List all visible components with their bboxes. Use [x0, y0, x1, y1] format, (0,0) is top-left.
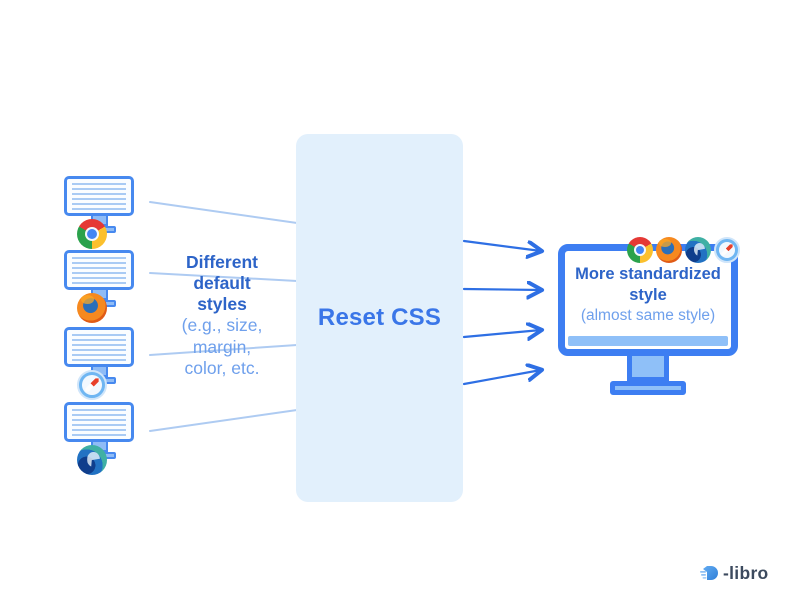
edge-monitor [64, 402, 134, 489]
safari-icon [714, 237, 740, 263]
caption-line: Different [186, 252, 258, 272]
monitor-screen [64, 176, 134, 216]
chrome-icon [627, 237, 653, 263]
screen-text-lines [72, 409, 126, 436]
screen-text-lines [72, 257, 126, 284]
edge-icon [685, 237, 711, 263]
monitor-stand-base [610, 381, 686, 395]
caption-line: margin, [192, 336, 252, 357]
monitor-screen [64, 402, 134, 442]
monitor-screen [64, 327, 134, 367]
caption-line: styles [197, 294, 247, 314]
arrow-box-to-monitor-3 [462, 330, 541, 337]
screen-text-lines [72, 334, 126, 361]
line-monitor4-to-box [149, 409, 298, 432]
standardized-monitor-screen: More standardized style (almost same sty… [558, 237, 740, 356]
different-styles-caption: Different default styles (e.g., size, ma… [158, 252, 286, 380]
reset-css-box: Reset CSS [296, 134, 463, 502]
firefox-monitor [64, 250, 134, 337]
monitor-stand-neck [627, 355, 669, 382]
caption-line: default [193, 273, 251, 293]
standardized-monitor: More standardized style (almost same sty… [558, 237, 740, 395]
screen-text-lines [72, 183, 126, 210]
safari-monitor [64, 327, 134, 414]
d-libro-logo: -libro [698, 562, 769, 584]
firefox-icon [656, 237, 682, 263]
d-libro-logo-icon [700, 566, 718, 580]
caption-line: (e.g., size, [181, 315, 263, 335]
monitor-screen [64, 250, 134, 290]
logo-text: -libro [723, 562, 769, 583]
line-monitor1-to-box [149, 201, 298, 224]
chrome-monitor [64, 176, 134, 263]
reset-css-label: Reset CSS [317, 304, 442, 331]
arrow-box-to-monitor-4 [462, 370, 541, 386]
browser-icons-row [627, 237, 740, 263]
caption-line: color, etc. [184, 358, 260, 378]
arrow-box-to-monitor-2 [462, 289, 541, 290]
safari-icon [77, 370, 107, 400]
firefox-icon [77, 293, 107, 323]
edge-icon [77, 445, 107, 475]
standardized-title: More standardized style [575, 265, 721, 304]
chrome-icon [77, 219, 107, 249]
standardized-subtitle: (almost same style) [580, 307, 716, 324]
arrow-box-to-monitor-1 [462, 239, 541, 251]
screen-taskbar [568, 336, 728, 346]
